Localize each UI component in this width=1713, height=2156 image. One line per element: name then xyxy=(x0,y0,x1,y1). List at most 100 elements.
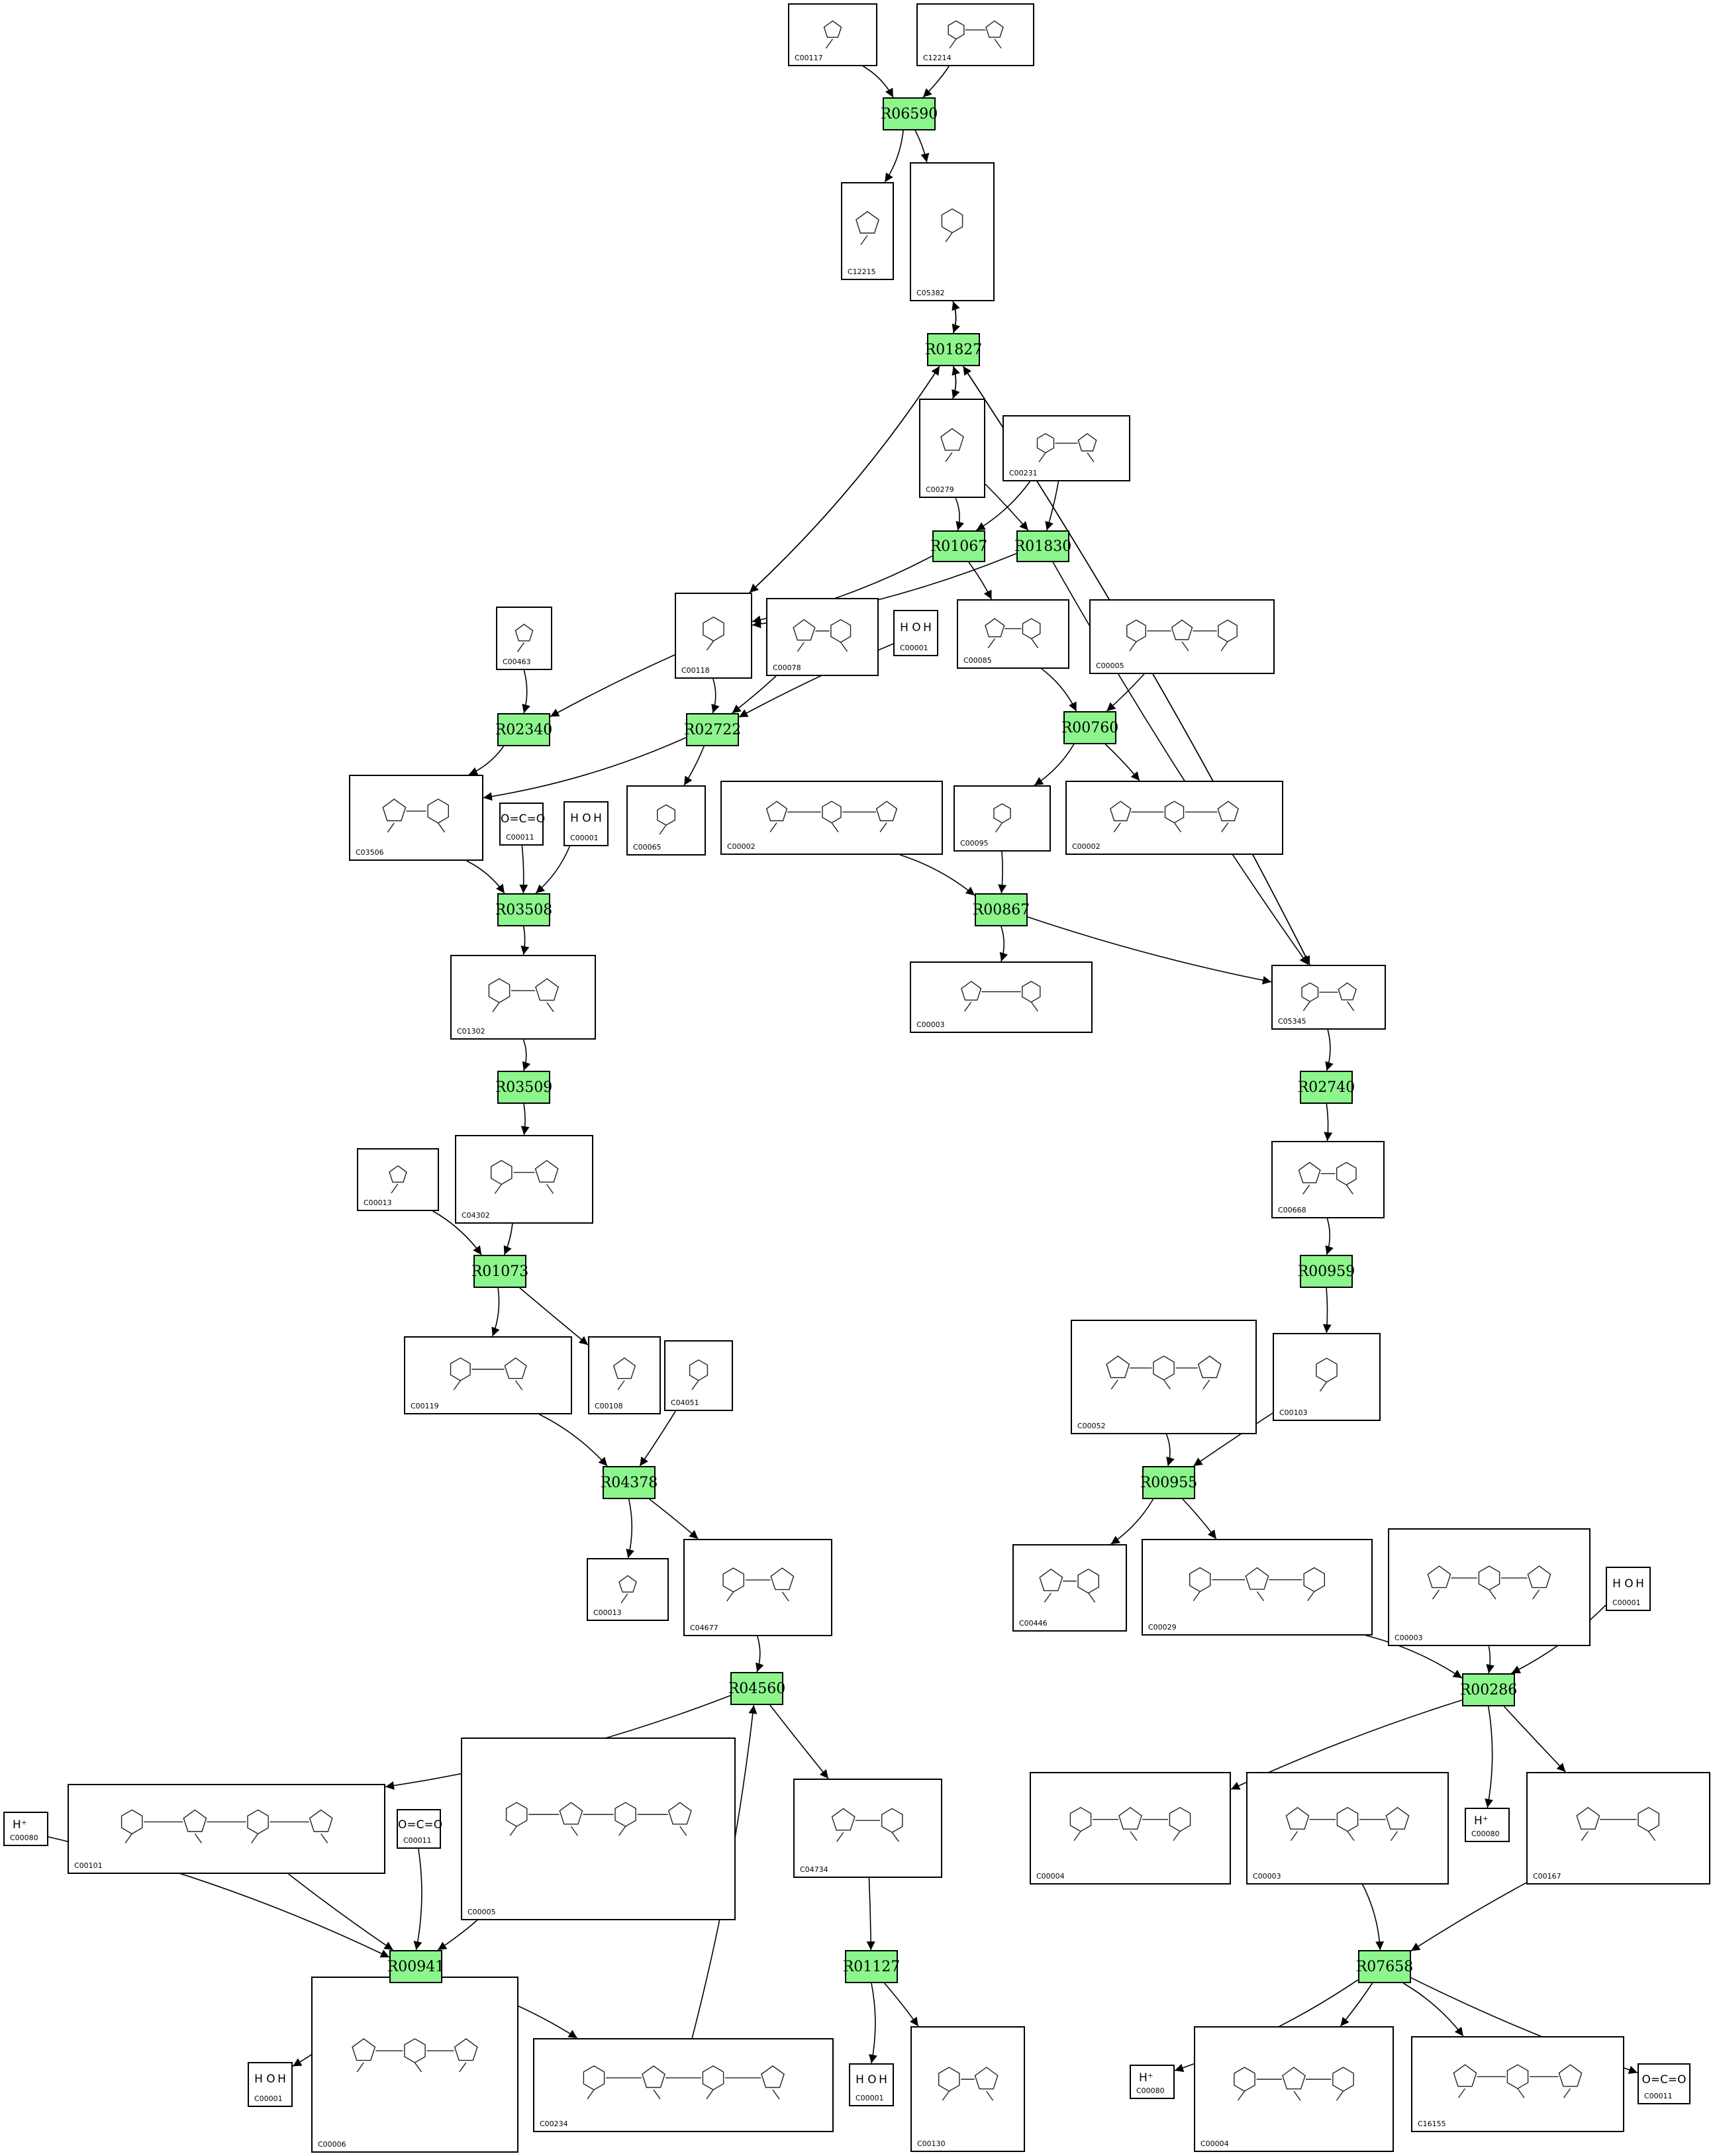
compound-box[interactable]: C00117 xyxy=(788,3,877,66)
compound-id: C04051 xyxy=(671,1398,699,1407)
compound-box[interactable]: C00085 xyxy=(957,599,1069,669)
compound-box[interactable]: C00119 xyxy=(404,1336,572,1414)
structure-drawing xyxy=(1453,2064,1583,2098)
reaction-arrow xyxy=(649,1498,699,1540)
reaction-node-r00760[interactable]: R00760 xyxy=(1061,711,1118,744)
compound-box[interactable]: C05345 xyxy=(1271,965,1386,1030)
reaction-arrow xyxy=(413,1848,422,1951)
structure-drawing xyxy=(856,211,879,245)
reaction-node-r03509[interactable]: R03509 xyxy=(495,1071,552,1104)
reaction-label: R00955 xyxy=(1140,1474,1198,1491)
compound-box[interactable]: C04677 xyxy=(683,1539,832,1636)
compound-box[interactable]: C00003 xyxy=(910,961,1093,1033)
reaction-node-r00941[interactable]: R00941 xyxy=(387,1950,444,1983)
reaction-node-r00955[interactable]: R00955 xyxy=(1140,1466,1198,1499)
compound-box[interactable]: C00463 xyxy=(496,607,552,670)
reaction-arrow xyxy=(732,675,777,714)
reaction-node-r01830[interactable]: R01830 xyxy=(1014,530,1071,562)
compound-box[interactable]: C04302 xyxy=(455,1135,593,1224)
reaction-arrow xyxy=(535,846,571,894)
reaction-node-r02740[interactable]: R02740 xyxy=(1298,1071,1355,1104)
compound-box[interactable]: C00118 xyxy=(675,593,752,679)
reaction-node-r00959[interactable]: R00959 xyxy=(1298,1255,1355,1288)
reaction-node-r01073[interactable]: R01073 xyxy=(471,1255,528,1288)
compound-box[interactable]: C00279 xyxy=(919,399,985,498)
reaction-arrow xyxy=(952,366,960,399)
compound-id: C01302 xyxy=(457,1027,485,1036)
compound-box[interactable]: C00130 xyxy=(910,2026,1025,2152)
reaction-node-r01127[interactable]: R01127 xyxy=(843,1950,900,1983)
compound-box[interactable]: H⁺C00080 xyxy=(3,1812,48,1846)
compound-box[interactable]: H⁺C00080 xyxy=(1465,1808,1510,1842)
compound-box[interactable]: C04734 xyxy=(793,1779,942,1878)
compound-box[interactable]: C00013 xyxy=(357,1148,439,1211)
compound-box[interactable]: C04051 xyxy=(664,1340,733,1411)
reaction-node-r02722[interactable]: R02722 xyxy=(683,713,742,746)
compound-box[interactable]: C12214 xyxy=(916,3,1034,66)
compound-formula: O=C=O xyxy=(1641,2073,1687,2086)
compound-box[interactable]: C00446 xyxy=(1012,1544,1127,1632)
compound-box[interactable]: C00103 xyxy=(1273,1333,1381,1421)
reaction-arrow xyxy=(769,1704,829,1779)
compound-box[interactable]: C00004 xyxy=(1030,1772,1231,1885)
compound-box[interactable]: C05382 xyxy=(910,162,995,301)
reaction-arrow xyxy=(437,1920,478,1951)
compound-box[interactable]: C16155 xyxy=(1411,2036,1624,2132)
compound-box[interactable]: C00013 xyxy=(587,1558,669,1621)
compound-box[interactable]: C00095 xyxy=(954,785,1051,852)
structure-drawing xyxy=(450,1357,527,1391)
reaction-node-r02340[interactable]: R02340 xyxy=(495,713,552,746)
compound-box[interactable]: C00006 xyxy=(311,1977,518,2153)
structure-drawing xyxy=(765,801,898,832)
compound-box[interactable]: H⁺C00080 xyxy=(1130,2065,1175,2099)
reaction-node-r07658[interactable]: R07658 xyxy=(1355,1950,1414,1983)
reaction-node-r00286[interactable]: R00286 xyxy=(1460,1673,1517,1706)
reaction-node-r06590[interactable]: R06590 xyxy=(881,97,938,130)
compound-id: C00003 xyxy=(916,1020,945,1029)
reaction-arrow xyxy=(975,481,1031,531)
compound-box[interactable]: C00065 xyxy=(626,785,706,856)
compound-box[interactable]: C00003 xyxy=(1388,1528,1591,1646)
compound-box[interactable]: C00668 xyxy=(1271,1141,1385,1218)
compound-box[interactable]: C00108 xyxy=(588,1336,661,1414)
reaction-arrow xyxy=(550,654,675,717)
compound-box[interactable]: C00234 xyxy=(533,2038,834,2132)
reaction-arrow xyxy=(522,1039,531,1071)
compound-id: C00117 xyxy=(795,54,823,62)
compound-box[interactable]: C00004 xyxy=(1194,2026,1394,2152)
compound-box[interactable]: C00029 xyxy=(1142,1539,1373,1636)
structure-drawing xyxy=(1427,1565,1551,1600)
reaction-node-r03508[interactable]: R03508 xyxy=(495,893,552,926)
reaction-node-r04560[interactable]: R04560 xyxy=(728,1672,785,1705)
compound-box[interactable]: C00167 xyxy=(1526,1772,1710,1885)
reaction-node-r01067[interactable]: R01067 xyxy=(930,530,987,562)
structure-drawing xyxy=(1126,619,1238,652)
reaction-node-r04378[interactable]: R04378 xyxy=(601,1466,658,1499)
compound-box[interactable]: C00231 xyxy=(1003,415,1130,481)
compound-box[interactable]: C00052 xyxy=(1071,1320,1257,1434)
structure-drawing xyxy=(389,1165,407,1194)
reaction-label: R07658 xyxy=(1355,1958,1414,1975)
compound-box[interactable]: C01302 xyxy=(450,955,596,1040)
compound-box[interactable]: C03506 xyxy=(349,775,483,861)
reaction-node-r00867[interactable]: R00867 xyxy=(973,893,1030,926)
reaction-label: R02722 xyxy=(683,721,742,738)
structure-drawing xyxy=(1234,2067,1354,2101)
compound-box[interactable]: C00002 xyxy=(720,781,943,855)
compound-box[interactable]: C00002 xyxy=(1065,781,1283,855)
compound-box[interactable]: C00005 xyxy=(1089,599,1275,674)
compound-box[interactable]: C00003 xyxy=(1246,1772,1449,1885)
reaction-node-r01827[interactable]: R01827 xyxy=(925,333,982,366)
compound-box[interactable]: C12215 xyxy=(841,182,894,280)
compound-box[interactable]: C00078 xyxy=(766,598,879,676)
compound-box[interactable]: C00101 xyxy=(68,1784,385,1874)
compound-box[interactable]: C00005 xyxy=(461,1738,736,1920)
